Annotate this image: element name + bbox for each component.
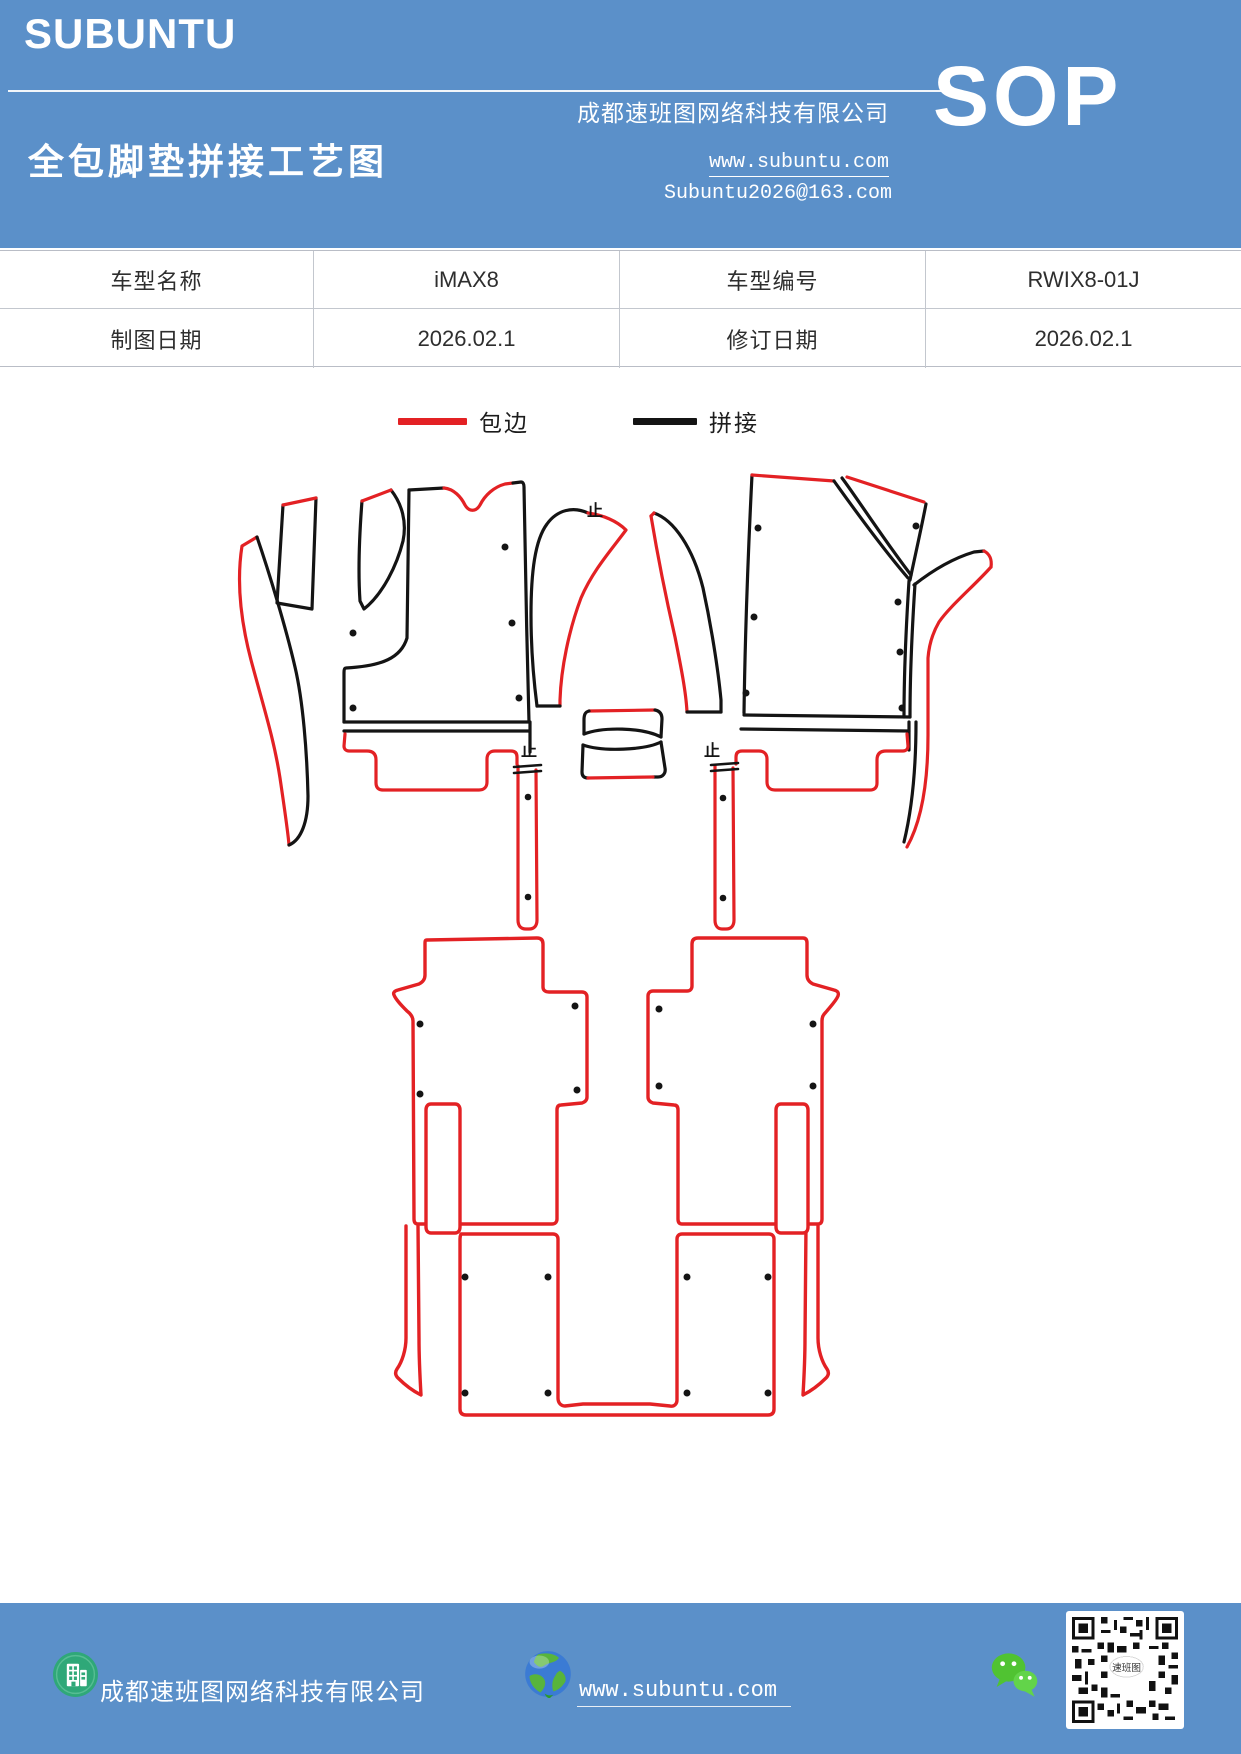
label-model-code: 车型编号 [620,251,926,309]
header-divider-line [8,90,960,92]
front-left-insert-a [275,496,318,611]
label-revise-date: 修订日期 [620,309,926,368]
globe-icon [525,1651,571,1699]
header-company-name: 成都速班图网络科技有限公司 [577,100,889,126]
footer-website-link[interactable]: www.subuntu.com [577,1678,792,1707]
brand-logo: SUBUNTU [24,10,237,57]
header-website-link[interactable]: www.subuntu.com [708,151,889,177]
left-sill-connector-strip: 止 [512,741,543,931]
front-right-wing [902,549,993,849]
value-revise-date: 2026.02.1 [1034,325,1133,351]
stop-mark-right: 止 [704,741,720,760]
qr-pattern: 速班图 [1072,1617,1178,1723]
front-left-side-strip [237,535,310,847]
third-row-h-mat [458,1232,776,1417]
qr-center-label: 速班图 [1112,1662,1141,1674]
front-right-main-mat [742,473,928,719]
splice-label: 拼接 [709,410,759,436]
fastener-dots [742,522,920,712]
mat-diagram-svg: 止 止 [237,473,993,1417]
edge-wrap-label: 包边 [479,410,529,436]
second-row-right-mat [646,936,841,1226]
fastener-dots [349,543,523,712]
legend-splice: 拼接 [633,404,759,438]
second-row-left-mat [391,936,589,1226]
right-sill-connector-strip: 止 [704,741,740,931]
tunnel-slot-pieces [424,1102,810,1235]
center-tunnel-pieces [580,708,667,780]
front-left-heel-bar [342,720,532,792]
label-draw-date: 制图日期 [0,309,314,368]
front-right-hook-piece [649,511,723,714]
edge-wrap-swatch [398,417,467,425]
front-left-hook-piece: 止 [529,501,628,708]
front-right-heel-bar [734,720,911,792]
header-email[interactable]: Subuntu2026@163.com [663,182,892,205]
qr-code: 速班图 [1066,1611,1184,1729]
stop-mark-top: 止 [587,501,603,520]
rear-side-arms [393,1224,831,1397]
stop-mark-left: 止 [521,741,537,760]
value-model-code: RWIX8-01J [926,251,1241,309]
front-left-main-mat [342,480,531,724]
front-left-insert-b [357,488,406,611]
value-draw-date: 2026.02.1 [314,309,620,368]
footer-company-name: 成都速班图网络科技有限公司 [100,1679,425,1706]
company-building-icon [53,1652,98,1697]
legend-edge-wrap: 包边 [398,404,529,438]
page-title: 全包脚垫拼接工艺图 [28,141,389,182]
vehicle-info-table: 车型名称 iMAX8 车型编号 RWIX8-01J 制图日期 2026.02.1… [0,250,1241,368]
label-model-name: 车型名称 [0,251,314,309]
header-band: SUBUNTU 全包脚垫拼接工艺图 成都速班图网络科技有限公司 www.subu… [0,0,1241,248]
sop-badge: SOP [933,49,1123,143]
wechat-icon [991,1653,1038,1697]
splice-swatch [633,417,697,425]
value-model-name: iMAX8 [314,251,620,309]
mat-diagram: 止 止 [0,425,1241,1435]
